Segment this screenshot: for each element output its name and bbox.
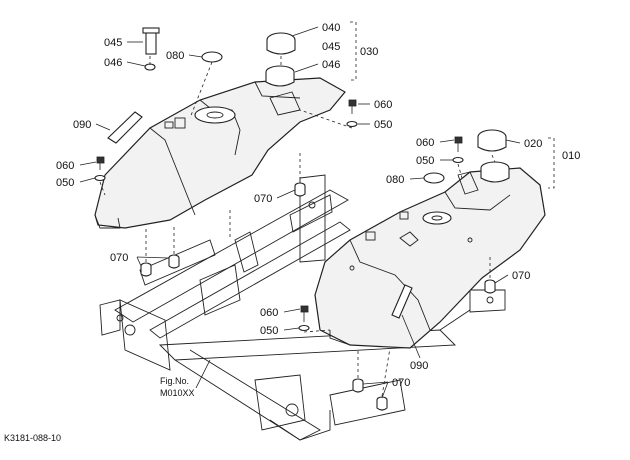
callout-050-upper: 050 bbox=[374, 119, 392, 131]
callout-010: 010 bbox=[562, 150, 580, 162]
callout-090-left: 090 bbox=[73, 119, 91, 131]
rubber-mount-070-c bbox=[484, 279, 496, 294]
callout-070-left-lower: 070 bbox=[110, 252, 128, 264]
alignment-lines bbox=[99, 56, 496, 397]
callout-080-right: 080 bbox=[386, 174, 404, 186]
cushion-right bbox=[391, 284, 413, 319]
callout-070-left-upper: 070 bbox=[254, 193, 272, 205]
bolt-washer-mid-060-050 bbox=[298, 305, 310, 332]
callout-060-upper: 060 bbox=[374, 99, 392, 111]
callout-020: 020 bbox=[524, 138, 542, 150]
rubber-mount-070-d bbox=[352, 378, 388, 411]
callout-045-top: 045 bbox=[322, 41, 340, 53]
callout-060-lower: 060 bbox=[260, 307, 278, 319]
callout-labels: 040 045 030 046 045 046 080 090 060 050 … bbox=[56, 22, 580, 389]
document-code: K3181-088-10 bbox=[4, 433, 61, 443]
grommet-right bbox=[423, 172, 445, 184]
callout-046-top: 046 bbox=[322, 59, 340, 71]
fuel-gauge-left bbox=[142, 27, 160, 71]
fuel-tank-left bbox=[94, 77, 346, 229]
callout-050-right: 050 bbox=[416, 155, 434, 167]
callout-040: 040 bbox=[322, 22, 340, 34]
callout-070-right: 070 bbox=[512, 270, 530, 282]
fuel-cap-040 bbox=[266, 32, 296, 55]
fig-ref-line2: M010XX bbox=[160, 388, 195, 398]
filler-neck-left bbox=[265, 65, 295, 87]
bolt-washer-top-060-050 bbox=[452, 136, 464, 164]
fig-ref-line1: Fig.No. bbox=[160, 376, 189, 386]
grommet-left bbox=[201, 51, 223, 63]
bolt-washer-left-060-050 bbox=[94, 156, 106, 182]
bracket-010 bbox=[548, 137, 555, 189]
callout-060-left: 060 bbox=[56, 160, 74, 172]
figure-reference: Fig.No. M010XX bbox=[160, 376, 195, 398]
cushion-left bbox=[107, 111, 143, 144]
callout-046: 046 bbox=[104, 57, 122, 69]
callout-060-right: 060 bbox=[416, 137, 434, 149]
rubber-mount-070-b bbox=[140, 254, 180, 277]
callout-090-right: 090 bbox=[410, 360, 428, 372]
callout-080-left: 080 bbox=[166, 50, 184, 62]
callout-045: 045 bbox=[104, 37, 122, 49]
bracket-030 bbox=[350, 21, 357, 81]
leader-lines bbox=[79, 26, 521, 399]
fuel-cap-020 bbox=[477, 129, 507, 152]
filler-neck-right bbox=[480, 161, 510, 183]
callout-050-left: 050 bbox=[56, 177, 74, 189]
callout-070-bottom: 070 bbox=[392, 377, 410, 389]
callout-030: 030 bbox=[360, 46, 378, 58]
rubber-mount-070-a bbox=[294, 182, 306, 197]
callout-050-lower: 050 bbox=[260, 325, 278, 337]
bolt-washer-right-060-050 bbox=[346, 99, 358, 128]
fuel-tank-right bbox=[314, 167, 546, 349]
